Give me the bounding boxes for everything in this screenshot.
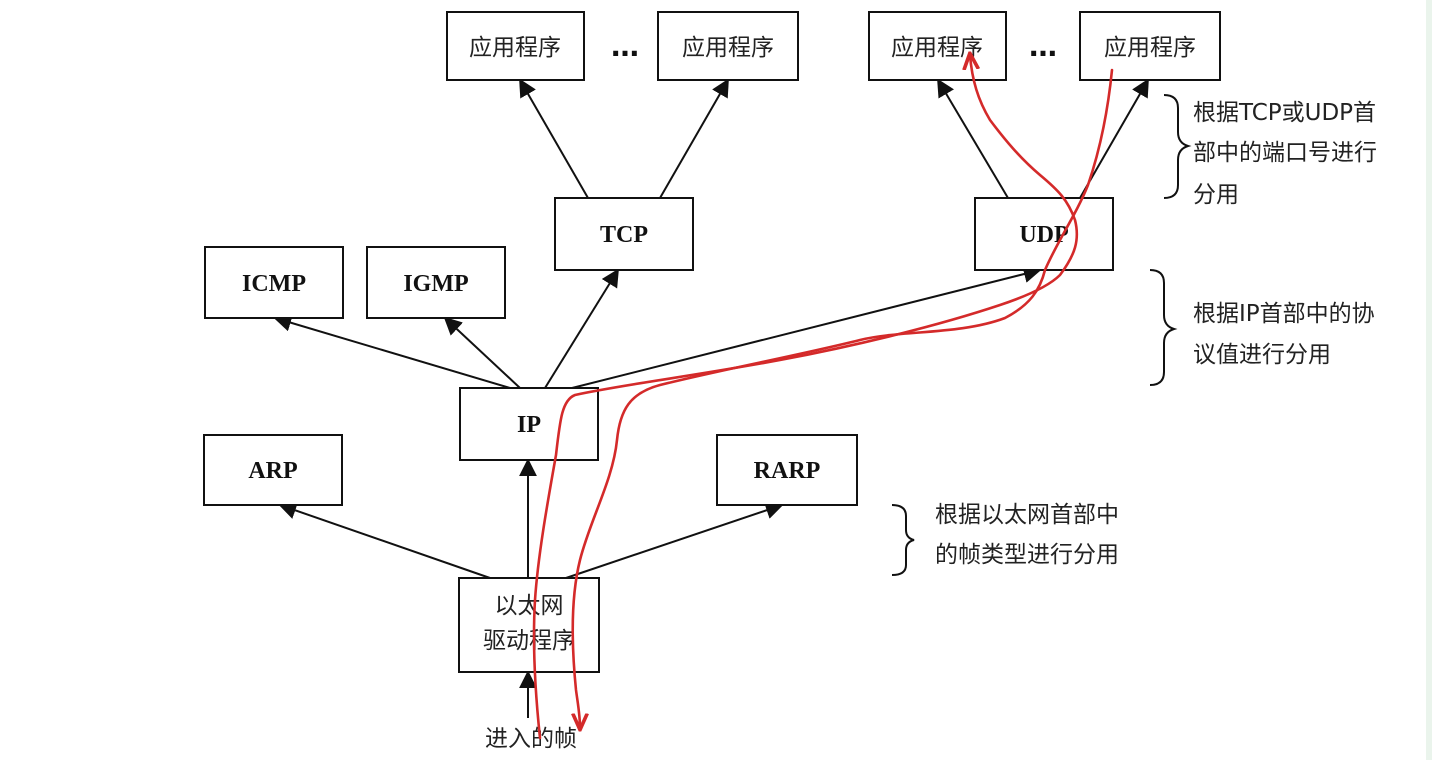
node-ethernet-driver: 以太网 驱动程序 — [458, 577, 600, 673]
note-port-demux-1: 根据TCP或UDP首 — [1193, 100, 1376, 126]
red-path-down — [573, 68, 1114, 728]
node-app-4: 应用程序 — [1079, 11, 1221, 81]
node-app-2-label: 应用程序 — [682, 35, 774, 61]
note-ip-demux-2: 议值进行分用 — [1193, 342, 1331, 368]
edge-ethernet-arp — [278, 501, 491, 579]
edge-ethernet-rarp — [565, 501, 784, 579]
edge-ip-igmp — [443, 316, 521, 389]
node-app-3: 应用程序 — [868, 11, 1007, 81]
red-path-up — [532, 55, 1079, 740]
node-app-1: 应用程序 — [446, 11, 585, 81]
node-app-1-label: 应用程序 — [469, 35, 561, 61]
node-udp-label: UDP — [1019, 222, 1068, 248]
node-rarp: RARP — [716, 434, 858, 506]
node-tcp: TCP — [554, 197, 694, 271]
node-igmp: IGMP — [366, 246, 506, 319]
node-app-4-label: 应用程序 — [1104, 35, 1196, 61]
note-eth-demux-2: 的帧类型进行分用 — [935, 542, 1119, 568]
edge-ip-udp — [571, 265, 1042, 389]
note-ip-demux-1: 根据IP首部中的协 — [1193, 301, 1375, 327]
node-app-2: 应用程序 — [657, 11, 799, 81]
node-icmp-label: ICMP — [242, 271, 306, 297]
note-port-demux-2: 部中的端口号进行 — [1193, 140, 1377, 166]
edge-ip-tcp — [544, 268, 619, 389]
ellipsis-right: … — [1029, 30, 1057, 63]
brace-ip-demux — [1149, 269, 1178, 386]
brace-eth-demux — [891, 504, 915, 576]
incoming-frame-label: 进入的帧 — [485, 726, 577, 752]
edge-tcp-app1 — [519, 78, 589, 199]
ellipsis-left: … — [611, 30, 639, 63]
node-arp-label: ARP — [248, 458, 297, 484]
window-edge — [1426, 0, 1432, 760]
node-icmp: ICMP — [204, 246, 344, 319]
node-arp: ARP — [203, 434, 343, 506]
edges — [273, 78, 1149, 718]
node-udp: UDP — [974, 197, 1114, 271]
node-ethernet-label-2: 驱动程序 — [483, 628, 575, 654]
edge-tcp-app2 — [659, 78, 729, 199]
node-ip-label: IP — [517, 412, 541, 438]
edge-udp-app3 — [937, 78, 1009, 199]
node-ip: IP — [459, 387, 599, 461]
node-igmp-label: IGMP — [403, 271, 468, 297]
note-port-demux-3: 分用 — [1193, 182, 1239, 208]
brace-port-demux — [1163, 94, 1192, 199]
node-rarp-label: RARP — [754, 458, 821, 484]
node-ethernet-label-1: 以太网 — [495, 593, 564, 619]
note-eth-demux-1: 根据以太网首部中 — [935, 502, 1119, 528]
edge-ip-icmp — [273, 313, 511, 389]
node-tcp-label: TCP — [600, 222, 648, 248]
